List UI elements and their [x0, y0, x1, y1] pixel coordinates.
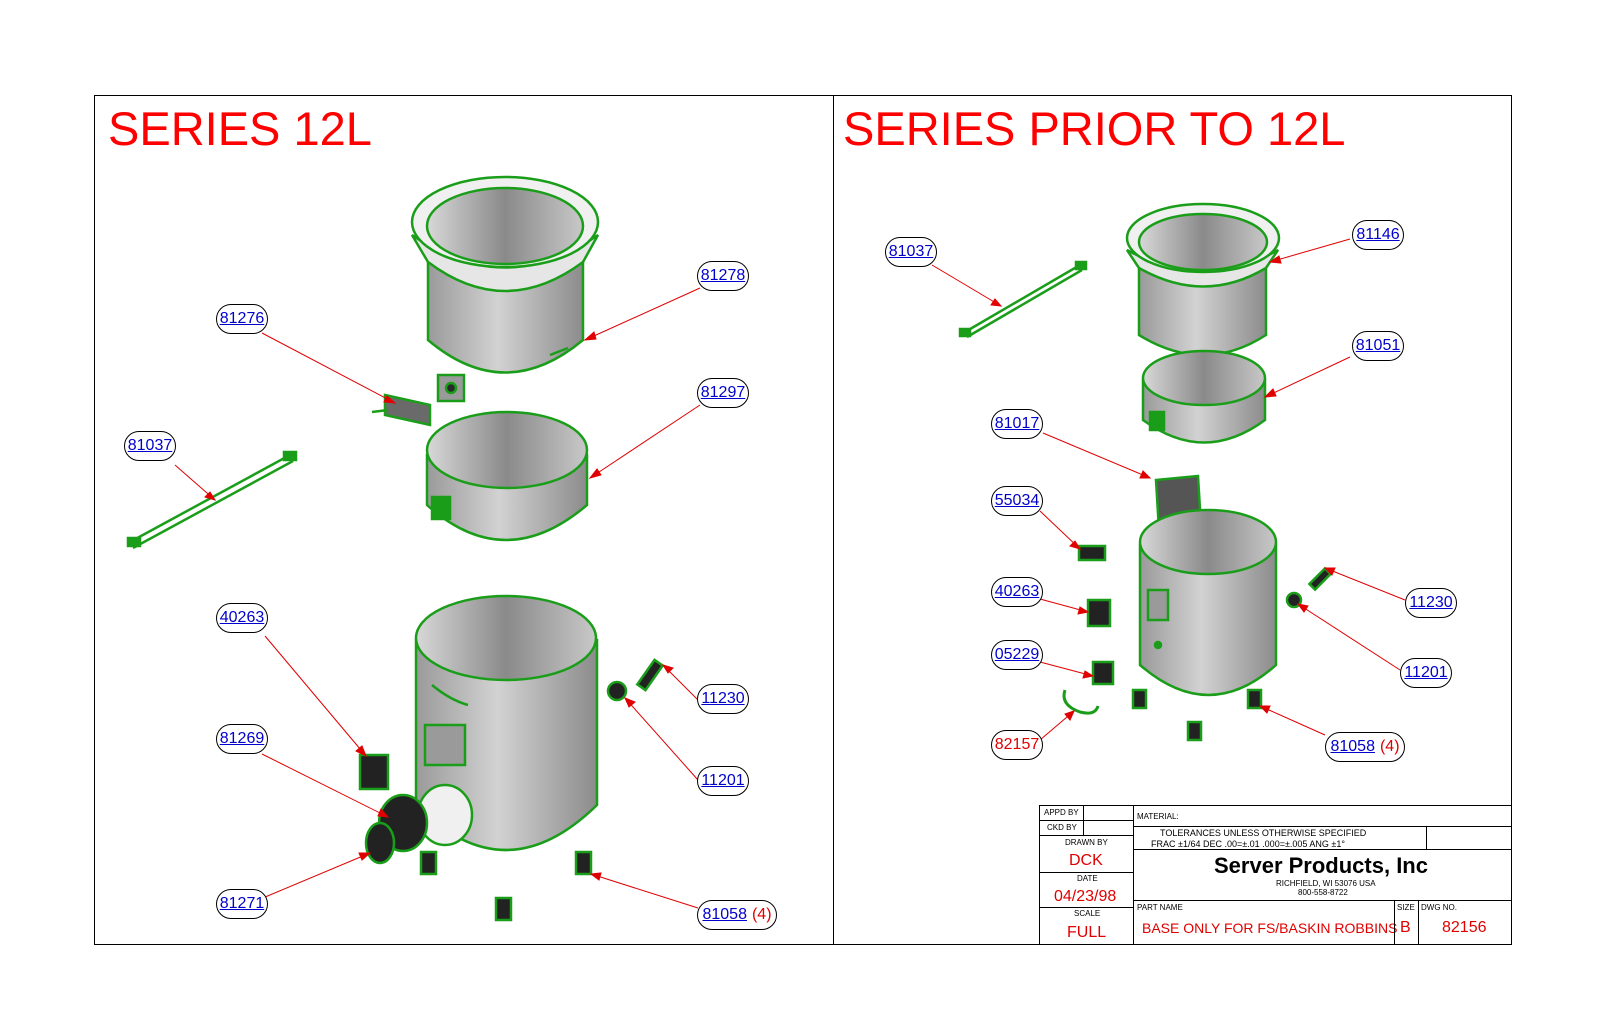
- left-top-cylinder: [410, 175, 600, 374]
- callout-81297[interactable]: 81297: [697, 378, 749, 408]
- tolerances-line1: TOLERANCES UNLESS OTHERWISE SPECIFIED: [1160, 828, 1367, 838]
- callout-quantity: (4): [1379, 738, 1400, 755]
- tb-ckd-by-value-cell: [1083, 820, 1134, 836]
- left-base-housing: [414, 594, 599, 852]
- callout-part-number: 40263: [994, 583, 1040, 600]
- size-label: SIZE: [1397, 903, 1415, 912]
- callout-05229[interactable]: 05229: [991, 640, 1043, 670]
- company-phone: 800-558-8722: [1298, 888, 1348, 897]
- callout-part-number: 11201: [1404, 664, 1448, 681]
- right-small-parts: [1062, 544, 1333, 742]
- callout-40263[interactable]: 40263: [216, 603, 268, 633]
- right-top-cylinder: [1125, 202, 1281, 357]
- left-cord: [126, 450, 298, 550]
- dwg-no-label: DWG NO.: [1421, 903, 1457, 912]
- callout-81037[interactable]: 81037: [885, 237, 937, 267]
- callout-81278[interactable]: 81278: [697, 261, 749, 291]
- callout-81037[interactable]: 81037: [124, 431, 176, 461]
- callout-part-number: 81017: [994, 415, 1040, 432]
- callout-11201[interactable]: 11201: [1400, 658, 1452, 688]
- tolerances-line2: FRAC ±1/64 DEC .00=±.01 .000=±.005 ANG ±…: [1151, 839, 1345, 849]
- callout-11230[interactable]: 11230: [1405, 588, 1457, 618]
- callout-part-number: 81297: [700, 384, 746, 401]
- callout-part-number: 81037: [127, 437, 173, 454]
- callout-part-number: 81037: [888, 243, 934, 260]
- part-name-label: PART NAME: [1137, 903, 1183, 912]
- date-value: 04/23/98: [1054, 888, 1117, 905]
- callout-81276[interactable]: 81276: [216, 304, 268, 334]
- callout-part-number: 81278: [700, 267, 746, 284]
- callout-part-number: 55034: [994, 492, 1040, 509]
- callout-part-number: 82157: [994, 736, 1040, 753]
- callout-part-number: 81146: [1356, 226, 1400, 243]
- tb-appd-by-value-cell: [1083, 805, 1134, 821]
- callout-81058[interactable]: 81058 (4): [1325, 732, 1405, 762]
- callout-part-number: 81271: [219, 895, 265, 912]
- left-dial-knob: [358, 753, 429, 865]
- callout-81058[interactable]: 81058 (4): [697, 900, 777, 930]
- right-panel-title: SERIES PRIOR TO 12L: [843, 102, 1346, 155]
- dwg-no-value: 82156: [1442, 919, 1487, 936]
- callout-part-number: 81051: [1355, 337, 1401, 354]
- right-band-ring: [1141, 349, 1267, 444]
- ckd-by-label: CKD BY: [1047, 823, 1077, 832]
- callout-part-number: 11201: [701, 772, 745, 789]
- callout-81051[interactable]: 81051: [1352, 331, 1404, 361]
- callout-part-number: 81058: [702, 906, 747, 923]
- date-label: DATE: [1077, 874, 1098, 883]
- callout-55034[interactable]: 55034: [991, 486, 1043, 516]
- callout-81146[interactable]: 81146: [1352, 220, 1404, 250]
- company-address: RICHFIELD, WI 53076 USA: [1276, 879, 1376, 888]
- callout-part-number: 05229: [994, 646, 1040, 663]
- callout-quantity: (4): [751, 906, 772, 923]
- material-label: MATERIAL:: [1137, 812, 1179, 821]
- callout-part-number: 11230: [701, 690, 745, 707]
- panel-divider: [833, 95, 834, 945]
- right-base-housing: [1138, 508, 1278, 697]
- callout-part-number: 81269: [219, 730, 265, 747]
- right-cord: [958, 260, 1088, 339]
- scale-label: SCALE: [1074, 909, 1101, 918]
- left-panel-title: SERIES 12L: [108, 102, 372, 155]
- callout-part-number: 81276: [219, 310, 265, 327]
- callout-81271[interactable]: 81271: [216, 889, 268, 919]
- left-bracket: [371, 373, 466, 427]
- callout-part-number: 11230: [1409, 594, 1453, 611]
- tb-tolerance-side-cell: [1426, 826, 1512, 850]
- left-band-ring: [425, 410, 589, 542]
- part-name-value: BASE ONLY FOR FS/BASKIN ROBBINS: [1142, 920, 1398, 936]
- tb-material-cell: [1133, 805, 1512, 827]
- callout-11201[interactable]: 11201: [697, 766, 749, 796]
- left-small-parts: [419, 658, 665, 922]
- callout-81269[interactable]: 81269: [216, 724, 268, 754]
- tb-dwg-no-cell: [1418, 900, 1512, 945]
- callout-11230[interactable]: 11230: [697, 684, 749, 714]
- company-name: Server Products, Inc: [1214, 853, 1428, 878]
- callout-40263[interactable]: 40263: [991, 577, 1043, 607]
- drawn-by-value: DCK: [1069, 852, 1103, 869]
- scale-value: FULL: [1067, 924, 1107, 941]
- drawing-border: [94, 95, 1512, 945]
- appd-by-label: APPD BY: [1044, 808, 1079, 817]
- callout-part-number: 81058: [1330, 738, 1375, 755]
- callout-82157[interactable]: 82157: [991, 730, 1043, 760]
- size-value: B: [1400, 919, 1411, 936]
- callout-part-number: 40263: [219, 609, 265, 626]
- callout-81017[interactable]: 81017: [991, 409, 1043, 439]
- drawn-by-label: DRAWN BY: [1065, 838, 1108, 847]
